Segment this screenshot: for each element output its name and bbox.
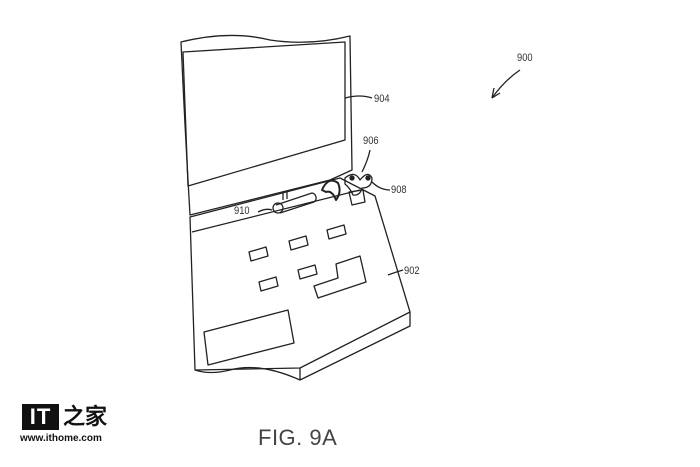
latch xyxy=(344,173,373,196)
leader-908 xyxy=(371,181,391,191)
arrow-900-head xyxy=(491,87,501,99)
label-910: 910 xyxy=(234,205,250,217)
watermark-url: www.ithome.com xyxy=(20,433,102,444)
base-front xyxy=(299,312,411,381)
logo-it-mark: IT xyxy=(22,404,59,430)
leader-902 xyxy=(387,269,404,276)
pen xyxy=(275,192,317,214)
logo-cn-mark: 之家 xyxy=(63,404,108,429)
leader-906 xyxy=(361,149,371,173)
leader-910 xyxy=(257,208,273,213)
label-908: 908 xyxy=(391,184,407,196)
display-screen xyxy=(182,41,346,187)
latch-housing xyxy=(348,189,366,206)
hinge xyxy=(321,179,341,201)
leader-904 xyxy=(344,95,373,99)
pen-clip xyxy=(282,192,288,200)
pen-cap xyxy=(272,202,284,214)
trackpad xyxy=(203,309,295,366)
label-902: 902 xyxy=(404,265,420,277)
lid-outline xyxy=(180,34,353,216)
hinge-line xyxy=(191,189,361,233)
label-906: 906 xyxy=(363,135,379,147)
figure-caption: FIG. 9A xyxy=(258,425,338,450)
base-bottom-edge xyxy=(194,366,301,381)
latch-pin-icon xyxy=(365,175,371,181)
arrow-900 xyxy=(491,69,521,99)
label-900: 900 xyxy=(517,52,533,64)
label-904: 904 xyxy=(374,93,390,105)
keyboard-keys xyxy=(203,224,367,366)
latch-pin-icon xyxy=(349,175,355,181)
